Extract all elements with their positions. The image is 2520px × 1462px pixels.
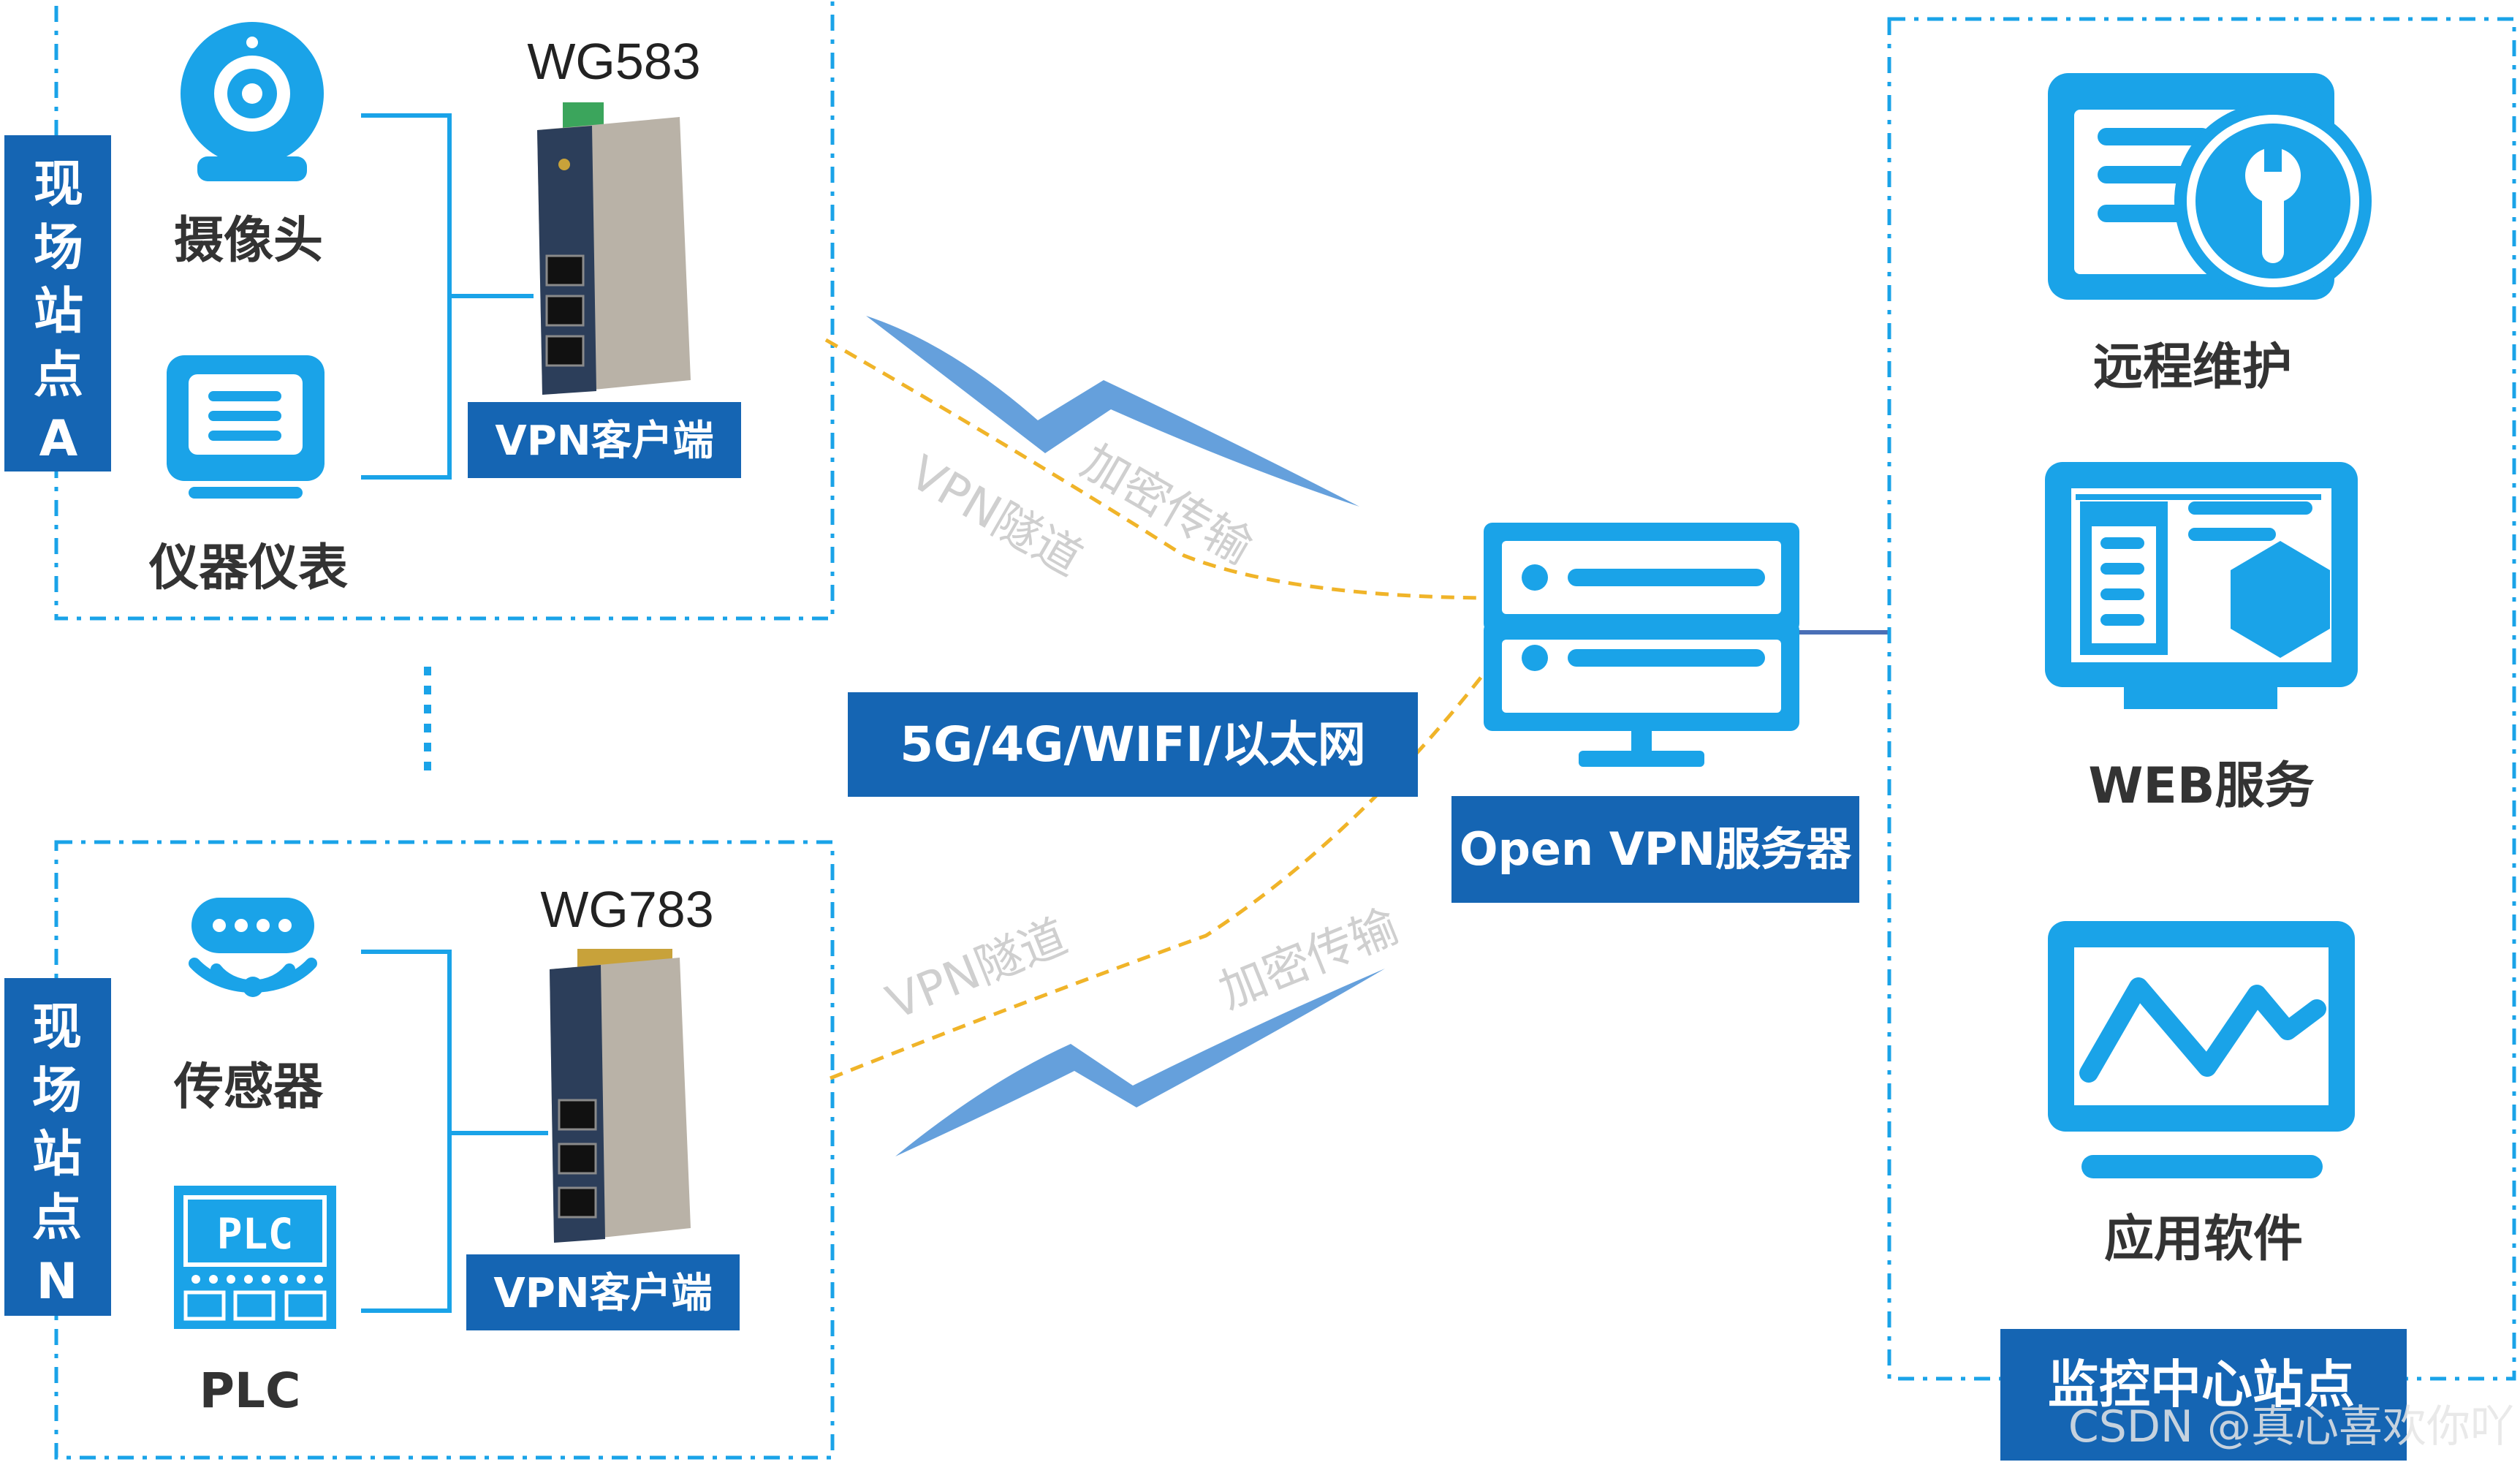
site-a-client-banner [468,402,741,478]
site-n-client-label: VPN客户端 [493,1270,712,1317]
site-ellipsis [424,667,431,770]
meter-label: 仪器仪表 [148,539,348,597]
site-n: 现 场 站 点 N 传感器 PLC [4,840,835,1460]
monitoring-banner [2000,1329,2407,1461]
site-n-char-5: N [37,1253,78,1311]
monitoring-dashed-border [1887,17,2516,1381]
site-n-dashed-border [54,840,835,1460]
monitoring-center: 远程维护 WEB服务 应用软件 监控中心站点 [1887,17,2516,1461]
lower-tunnel-line [830,673,1485,1080]
monitoring-title: 监控中心站点 [2048,1355,2355,1414]
remote-maintenance-label: 远程维护 [2093,338,2292,396]
site-a-char-3: 站 [34,283,83,341]
remote-maintenance-icon [2048,73,2372,300]
site-a-vertical-banner [4,135,111,471]
lower-tunnel-label: VPN隧道 [879,909,1074,1030]
camera-label: 摄像头 [174,212,323,270]
server-banner [1451,796,1859,903]
web-service-label: WEB服务 [2088,757,2314,815]
site-a-device-model: WG583 [527,33,700,90]
site-a-char-4: 点 [34,346,83,404]
application-software-label: 应用软件 [2104,1211,2303,1268]
server-label: Open VPN服务器 [1460,822,1852,876]
network-label: 5G/4G/WIFI/以太网 [900,716,1366,773]
site-n-char-1: 现 [32,999,82,1056]
meter-icon [167,355,325,499]
site-a-char-5: A [39,410,78,468]
upper-lightning-shape [866,316,1359,507]
site-n-vertical-banner [4,978,111,1316]
plc-icon-text: PLC [217,1209,294,1259]
site-n-device-model: WG783 [540,881,713,938]
site-a: 现 场 站 点 A 摄像头 仪器仪表 [4,0,835,621]
web-service-icon [2045,462,2358,709]
site-a-connector [361,113,534,480]
site-n-connector [361,950,548,1313]
site-n-char-3: 站 [32,1126,82,1183]
watermark: CSDN @真心喜欢你吖 [2068,1401,2514,1452]
wg583-router-image [537,102,691,395]
network-banner [848,692,1418,797]
site-n-client-banner [466,1254,740,1330]
site-n-char-2: 场 [32,1062,82,1120]
application-software-icon [2048,921,2355,1178]
plc-label: PLC [200,1363,301,1419]
site-n-char-4: 点 [32,1189,82,1247]
site-a-char-1: 现 [34,156,83,213]
site-a-char-2: 场 [34,219,83,277]
site-a-client-label: VPN客户端 [495,417,713,465]
lower-encrypt-label: 加密传输 [1212,899,1405,1020]
site-n-vertical-label: 现 场 站 点 N [32,999,82,1311]
sensor-label: 传感器 [173,1058,324,1116]
plc-icon: PLC [174,1186,336,1329]
sensor-icon [189,898,317,997]
site-a-dashed-border [54,0,835,621]
upper-tunnel-line [824,338,1484,600]
upper-tunnel-label: VPN隧道 [900,446,1091,587]
server-icon [1484,523,1799,767]
site-a-vertical-label: 现 场 站 点 A [34,156,83,468]
camera-icon [181,22,324,181]
wg783-router-image [550,949,691,1243]
